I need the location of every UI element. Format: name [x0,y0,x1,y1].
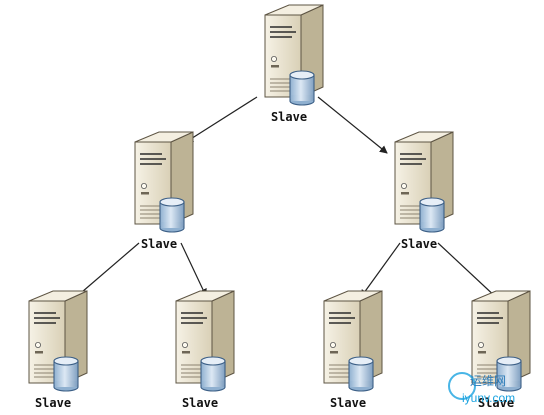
edge-n3-to-n6 [360,242,401,298]
edge-n1-to-n2 [185,96,258,143]
watermark-site-name: 运维网 [470,374,506,388]
database-icon [348,356,374,392]
node-label: Slave [35,396,71,410]
node-n7: Slave [471,290,531,410]
edge-n1-to-n3 [317,96,388,154]
node-label: Slave [182,396,218,410]
node-n5: Slave [175,290,235,410]
edge-n2-to-n5 [180,242,207,297]
edge-n3-to-n7 [437,242,500,301]
node-n2: Slave [134,131,194,251]
database-icon [53,356,79,392]
node-n3: Slave [394,131,454,251]
node-label: Slave [478,396,514,410]
edges-layer [74,96,500,301]
node-n6: Slave [323,290,383,410]
server-icon [323,290,383,384]
database-icon [289,70,315,106]
database-icon [419,197,445,233]
node-label: Slave [330,396,366,410]
node-label: Slave [141,237,177,251]
watermark-logo-icon [448,372,476,400]
database-icon [159,197,185,233]
node-n4: Slave [28,290,88,410]
node-label: Slave [271,110,307,124]
database-icon [200,356,226,392]
node-label: Slave [401,237,437,251]
watermark: 运维网 iyunv.com [448,372,515,405]
edge-n2-to-n4 [74,242,140,299]
server-icon [394,131,454,225]
database-icon [496,356,522,392]
watermark-url: iyunv.com [462,391,515,405]
node-n1: Slave [264,4,324,124]
